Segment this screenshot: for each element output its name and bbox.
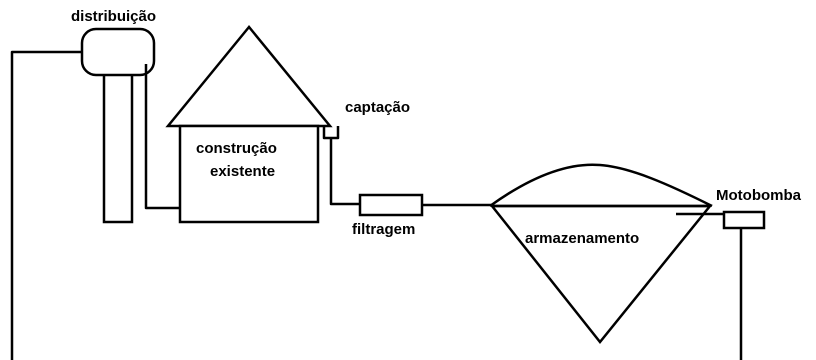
distribution-to-building-pipe	[144, 64, 180, 210]
distribution-tank	[80, 27, 156, 77]
existing-building-label-line1: construção	[196, 140, 277, 157]
house-roof	[165, 25, 333, 128]
capture-to-filter-pipe	[329, 138, 360, 206]
existing-building	[178, 124, 320, 224]
distribution-tower	[102, 70, 134, 224]
filter-box	[358, 193, 424, 217]
storage-tank-cone	[489, 204, 713, 344]
return-pipe	[10, 50, 743, 360]
storage-label: armazenamento	[525, 230, 639, 247]
capture-label: captação	[345, 99, 410, 116]
distribution-label: distribuição	[71, 8, 156, 25]
capture-gutter	[322, 126, 340, 140]
pump-label: Motobomba	[716, 187, 802, 204]
storage-tank-dome	[489, 163, 713, 208]
filtration-label: filtragem	[352, 221, 415, 238]
pump-box	[722, 210, 766, 230]
existing-building-label-line2: existente	[210, 163, 275, 180]
